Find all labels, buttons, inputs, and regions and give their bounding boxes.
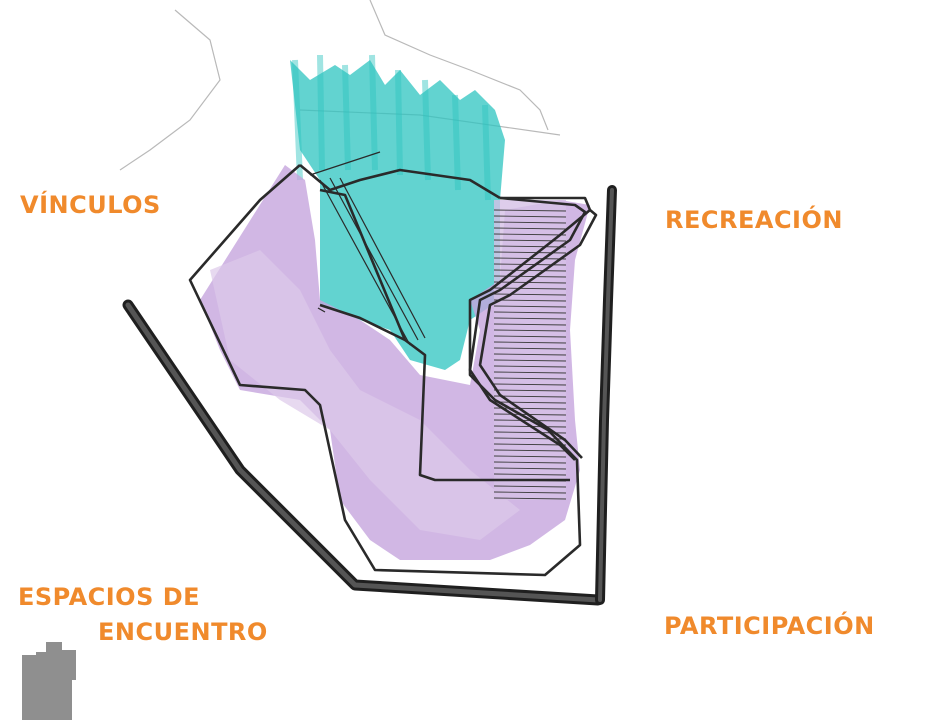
- hatch-line: [493, 449, 567, 452]
- hatch-line: [493, 287, 567, 290]
- hatch-line: [493, 323, 567, 326]
- hatch-line: [493, 209, 567, 212]
- hatch-line: [493, 461, 567, 464]
- hatched-panel: [493, 200, 567, 500]
- label-participacion: PARTICIPACIÓN: [664, 612, 875, 640]
- hatch-line: [493, 377, 567, 380]
- cyan-marker-streaks: [292, 54, 491, 201]
- hatch-line: [493, 347, 567, 350]
- hatch-line: [493, 359, 567, 362]
- person-silhouette-icon: [22, 642, 76, 720]
- hatch-line: [493, 383, 567, 386]
- label-recreacion: RECREACIÓN: [665, 206, 843, 234]
- hatch-line: [493, 299, 567, 302]
- hatch-line: [493, 389, 567, 392]
- hatch-line: [493, 245, 567, 248]
- site-diagonal-lines: [309, 151, 426, 346]
- hatch-line: [493, 395, 567, 398]
- hatch-line: [493, 443, 567, 446]
- hatch-line: [493, 329, 567, 332]
- label-espacios-line2: ENCUENTRO: [98, 618, 268, 646]
- purple-marker-light: [210, 250, 520, 540]
- site-outline: [188, 164, 598, 577]
- hatch-line: [493, 437, 567, 440]
- hatch-line: [493, 473, 567, 476]
- hatch-line: [493, 455, 567, 458]
- label-vinculos: VÍNCULOS: [20, 191, 161, 219]
- hatch-line: [493, 341, 567, 344]
- hatch-line: [493, 353, 567, 356]
- hatch-line: [493, 335, 567, 338]
- hatch-line: [493, 467, 567, 470]
- hatch-line: [493, 281, 567, 284]
- thick-boundary-wall: [122, 185, 617, 606]
- hatch-line: [493, 371, 567, 374]
- hatch-line: [493, 401, 567, 404]
- cyan-marker-zone: [290, 60, 505, 370]
- label-espacios-line1: ESPACIOS DE: [18, 583, 201, 611]
- hatch-line: [493, 305, 567, 308]
- hatch-line: [493, 317, 567, 320]
- hatch-line: [493, 491, 567, 494]
- hatch-line: [493, 221, 567, 224]
- hatch-line: [493, 311, 567, 314]
- hatch-line: [493, 407, 567, 410]
- purple-marker-zone: [200, 165, 590, 560]
- hatch-line: [493, 227, 567, 230]
- hatch-line: [493, 293, 567, 296]
- hatch-line: [493, 233, 567, 236]
- hatch-line: [493, 497, 567, 500]
- hatch-line: [493, 215, 567, 218]
- hatch-line: [493, 269, 567, 272]
- hatch-line: [493, 485, 567, 488]
- hatch-line: [493, 365, 567, 368]
